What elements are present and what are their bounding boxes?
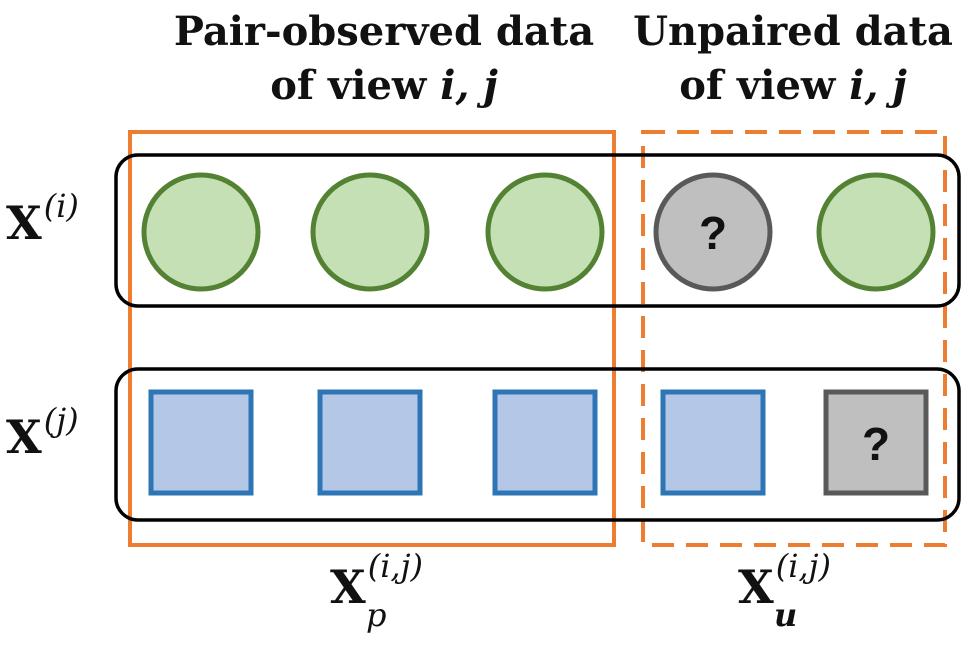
paired-set-label: X(i,j) p [330, 547, 423, 634]
unpaired-set-label: X(i,j) u [738, 547, 831, 634]
view-j-label-sup-text: (j) [43, 401, 79, 439]
view-i-circle-4-missing [653, 172, 773, 292]
paired-set-label-sup-text: (i,j) [367, 547, 423, 585]
view-i-label-sup-text: (i) [43, 187, 79, 225]
view-j-square-5-missing-question-mark: ? [862, 418, 890, 470]
paired-data-title: Pair-observed data of view i, j [128, 5, 640, 113]
unpaired-set-label-sup-text: (i,j) [775, 547, 831, 585]
view-i-circle-2-observed [310, 172, 430, 292]
view-j-label-sup: (j) [44, 401, 79, 439]
unpaired-group-box [641, 130, 947, 547]
paired-set-label-sup: (i,j) [368, 547, 423, 585]
paired-title-prefix: of view [270, 62, 441, 109]
unpaired-data-title: Unpaired data of view i, j [618, 5, 968, 113]
paired-title-vars: i, j [440, 62, 498, 109]
view-j-square-2-observed [317, 389, 423, 496]
unpaired-title-prefix: of view [679, 62, 850, 109]
paired-group-box [128, 130, 616, 547]
unpaired-set-label-base: X [738, 560, 774, 614]
view-i-circle-1-observed [141, 172, 261, 292]
unpaired-title-line1: Unpaired data [633, 8, 953, 55]
view-i-circle-4-missing-question-mark: ? [699, 207, 727, 259]
view-j-row-box [114, 367, 961, 522]
view-i-circle-3-observed [485, 172, 605, 292]
unpaired-title-line2: of view i, j [618, 59, 968, 113]
unpaired-set-label-sub: u [774, 596, 798, 634]
unpaired-set-label-sup: (i,j) [776, 547, 831, 585]
view-i-label-base: X [6, 196, 42, 250]
paired-set-label-sub: p [366, 596, 387, 634]
view-i-label: X(i) [6, 187, 79, 250]
view-j-square-4-observed [660, 389, 766, 496]
view-j-label-base: X [6, 410, 42, 464]
view-j-square-1-observed [148, 389, 254, 496]
view-j-label: X(j) [6, 401, 79, 464]
unpaired-title-vars: i, j [849, 62, 907, 109]
paired-set-label-base: X [330, 560, 366, 614]
paired-title-line1: Pair-observed data [173, 8, 595, 55]
view-i-row-box [114, 153, 961, 308]
view-j-square-5-missing [823, 389, 929, 496]
paired-title-line2: of view i, j [128, 59, 640, 113]
view-i-label-sup: (i) [44, 187, 79, 225]
view-i-circle-5-observed [816, 172, 936, 292]
view-i-items: ? [141, 172, 936, 292]
view-j-square-3-observed [492, 389, 598, 496]
view-j-items: ? [148, 389, 929, 496]
